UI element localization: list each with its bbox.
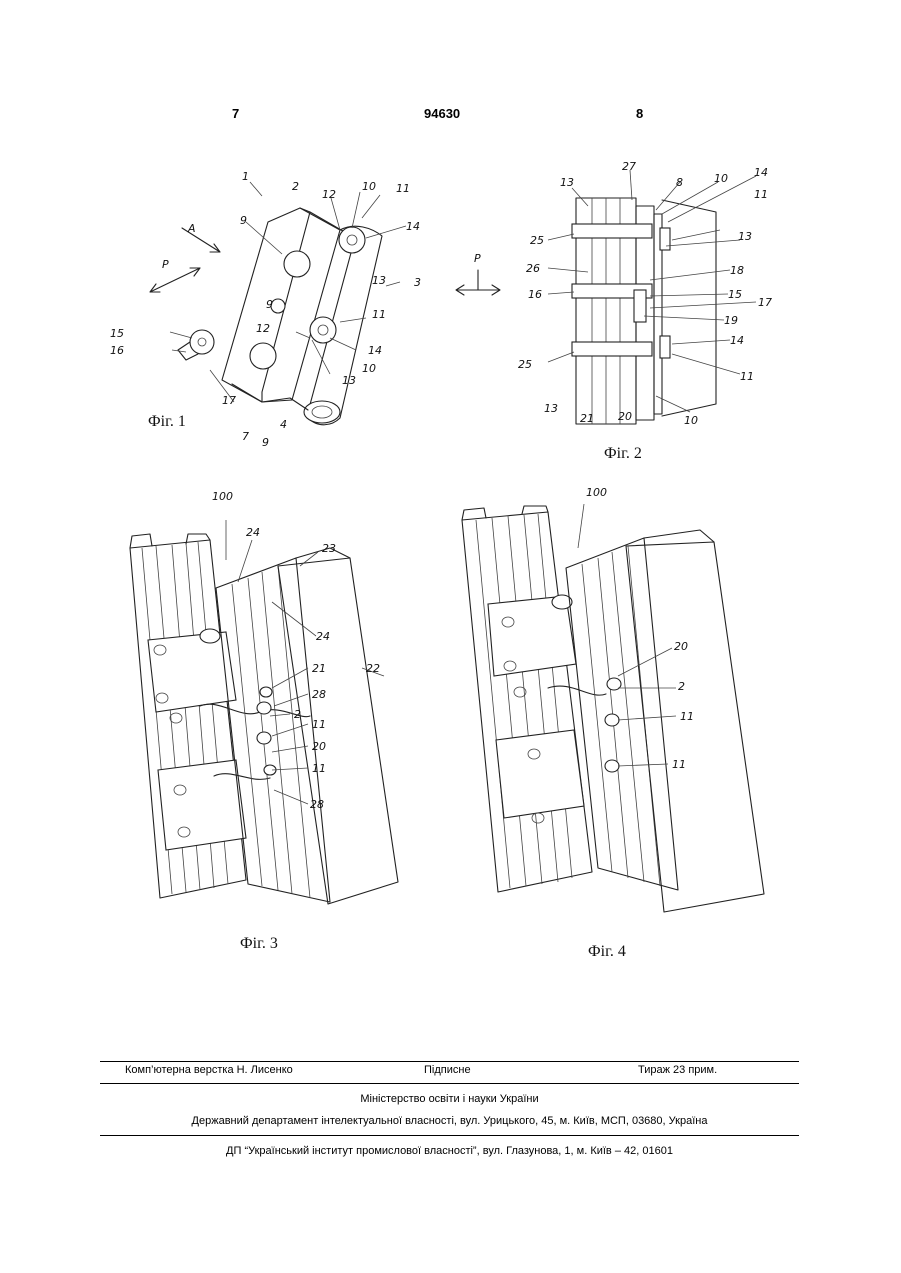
fig1-label-9b: 9 xyxy=(266,298,273,311)
fig2-label-13b: 13 xyxy=(738,230,752,243)
fig3-label-100: 100 xyxy=(212,490,233,503)
fig2-label-16: 16 xyxy=(528,288,542,301)
fig2-label-18: 18 xyxy=(730,264,744,277)
patent-drawings: 1 2 9 12 10 11 14 A P 3 13 9 12 14 11 15… xyxy=(0,0,901,1000)
footer-rule-bottom xyxy=(100,1135,799,1136)
fig2-label-14: 14 xyxy=(754,166,768,179)
figure-4-profiles-closed: 100 20 2 11 11 Фіг. 4 xyxy=(462,486,764,960)
fig1-label-10: 10 xyxy=(362,180,376,193)
fig1-label-a: A xyxy=(187,222,196,235)
fig3-label-2: 2 xyxy=(294,708,301,721)
fig1-label-14b: 14 xyxy=(368,344,382,357)
fig2-label-27: 27 xyxy=(622,160,636,173)
fig2-label-11: 11 xyxy=(754,188,768,201)
footer-rule-middle xyxy=(100,1083,799,1084)
fig3-label-28b: 28 xyxy=(310,798,324,811)
fig4-label-11: 11 xyxy=(680,710,694,723)
institute-line: ДП “Український інститут промислової вла… xyxy=(100,1145,799,1157)
subscription-note: Підписне xyxy=(424,1064,471,1076)
fig2-label-15: 15 xyxy=(728,288,742,301)
fig1-label-9: 9 xyxy=(240,214,247,227)
fig3-caption: Фіг. 3 xyxy=(240,935,278,952)
fig1-label-13b: 13 xyxy=(342,374,356,387)
fig2-label-10b: 10 xyxy=(684,414,698,427)
movement-arrow-p: P xyxy=(456,252,500,295)
fig1-label-p: P xyxy=(162,258,169,271)
fig1-label-10b: 10 xyxy=(362,362,376,375)
fig2-label-10: 10 xyxy=(714,172,728,185)
fig3-label-11: 11 xyxy=(312,718,326,731)
fig1-label-11: 11 xyxy=(396,182,410,195)
fig2-arrow-label: P xyxy=(474,252,481,265)
fig2-label-19: 19 xyxy=(724,314,738,327)
fig2-label-17: 17 xyxy=(758,296,772,309)
fig1-label-12: 12 xyxy=(322,188,336,201)
circulation-note: Тираж 23 прим. xyxy=(638,1064,717,1076)
fig1-label-7: 7 xyxy=(242,430,249,443)
fig3-label-22: 22 xyxy=(366,662,380,675)
fig1-caption: Фіг. 1 xyxy=(148,413,186,430)
fig3-label-11b: 11 xyxy=(312,762,326,775)
fig2-label-11b: 11 xyxy=(740,370,754,383)
typesetting-credit: Комп’ютерна верстка Н. Лисенко xyxy=(125,1064,293,1076)
fig2-label-25b: 25 xyxy=(518,358,532,371)
fig2-label-13c: 13 xyxy=(544,402,558,415)
fig1-label-1: 1 xyxy=(242,170,249,183)
fig1-label-9c: 9 xyxy=(262,436,269,449)
footer-rule-top xyxy=(100,1061,799,1062)
fig2-label-26: 26 xyxy=(526,262,540,275)
fig1-label-13: 13 xyxy=(372,274,386,287)
figure-2-hinge-side-view: 13 27 8 10 14 11 25 13 26 18 16 15 17 19… xyxy=(518,160,772,462)
fig4-label-11b: 11 xyxy=(672,758,686,771)
fig3-label-24: 24 xyxy=(246,526,260,539)
fig4-label-100: 100 xyxy=(586,486,607,499)
fig1-label-2: 2 xyxy=(292,180,299,193)
fig3-label-20: 20 xyxy=(312,740,326,753)
fig3-label-24b: 24 xyxy=(316,630,330,643)
fig1-label-12b: 12 xyxy=(256,322,270,335)
fig2-label-14b: 14 xyxy=(730,334,744,347)
fig1-label-11b: 11 xyxy=(372,308,386,321)
fig3-label-28: 28 xyxy=(312,688,326,701)
fig2-label-25: 25 xyxy=(530,234,544,247)
fig1-label-3: 3 xyxy=(414,276,421,289)
department-line: Державний департамент інтелектуальної вл… xyxy=(100,1115,799,1127)
fig1-label-15: 15 xyxy=(110,327,124,340)
fig2-label-21: 21 xyxy=(580,412,594,425)
fig2-caption: Фіг. 2 xyxy=(604,445,642,462)
fig3-label-23: 23 xyxy=(322,542,336,555)
fig1-label-17: 17 xyxy=(222,394,236,407)
fig2-label-8: 8 xyxy=(676,176,683,189)
fig2-label-20: 20 xyxy=(618,410,632,423)
fig1-label-14: 14 xyxy=(406,220,420,233)
ministry-line: Міністерство освіти і науки України xyxy=(100,1093,799,1105)
fig3-label-21: 21 xyxy=(312,662,326,675)
figure-3-profiles-with-hinge: 100 24 23 24 21 22 28 2 11 20 11 28 Фіг.… xyxy=(130,490,398,952)
fig1-label-16: 16 xyxy=(110,344,124,357)
fig1-label-4: 4 xyxy=(280,418,287,431)
fig4-label-20: 20 xyxy=(674,640,688,653)
fig4-caption: Фіг. 4 xyxy=(588,943,626,960)
figure-1-hinge-perspective: 1 2 9 12 10 11 14 A P 3 13 9 12 14 11 15… xyxy=(110,170,421,449)
fig4-label-2: 2 xyxy=(678,680,685,693)
fig2-label-13: 13 xyxy=(560,176,574,189)
